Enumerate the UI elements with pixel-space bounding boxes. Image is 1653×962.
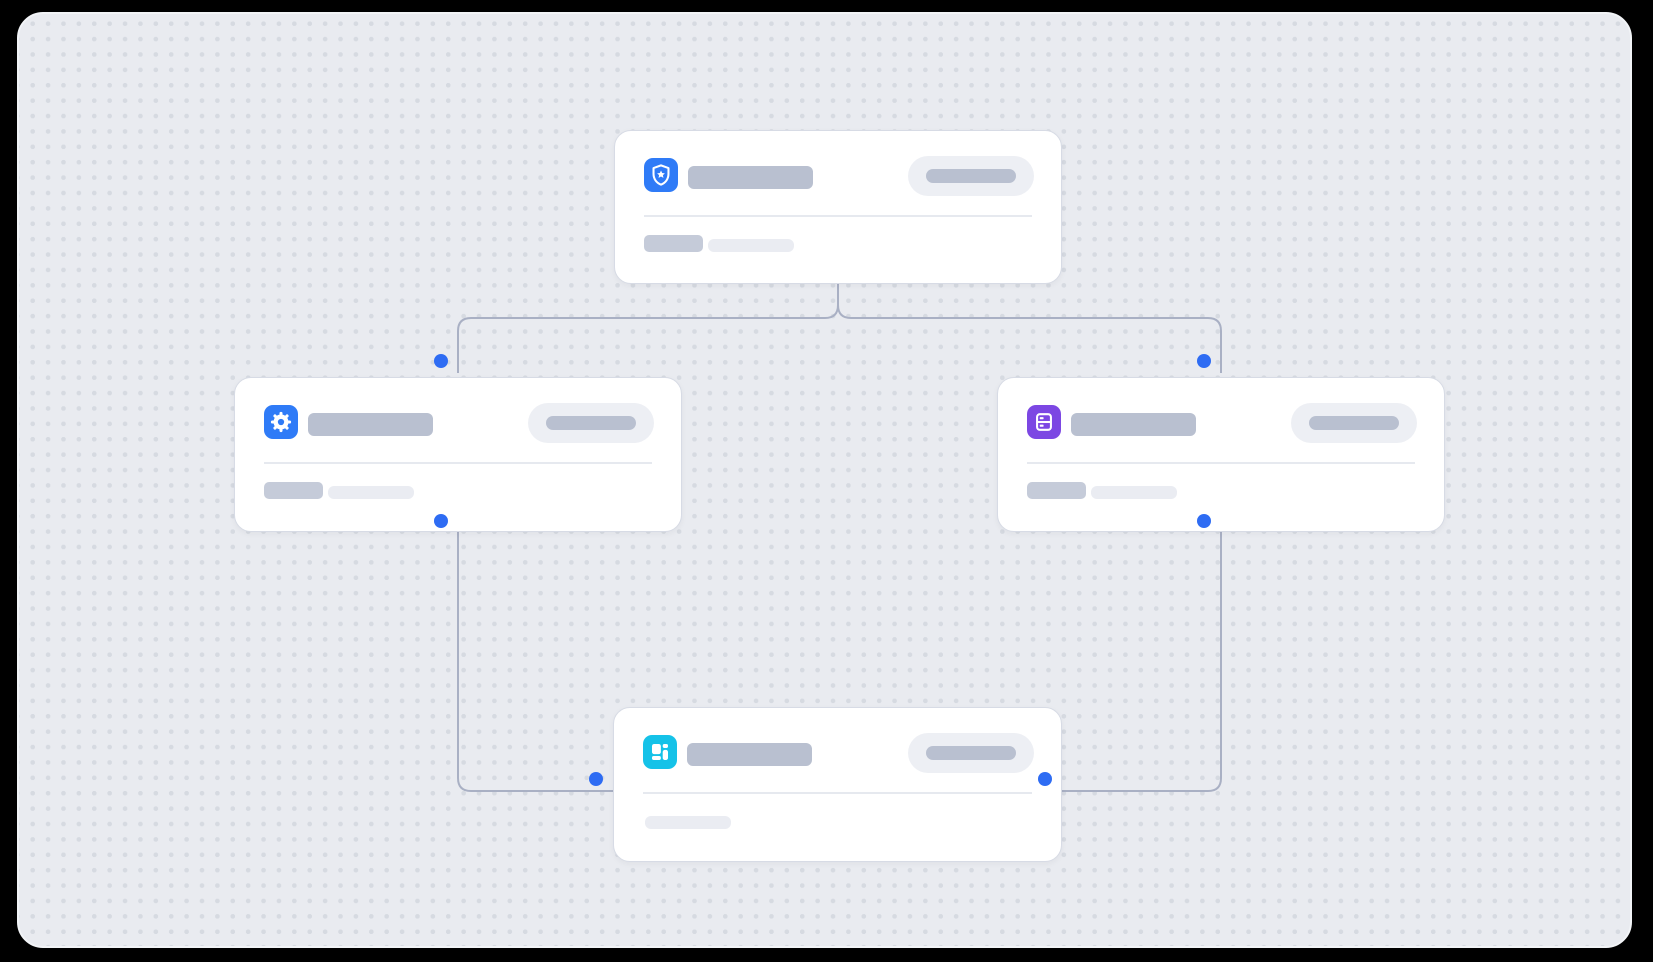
meta-label-placeholder — [1027, 482, 1086, 499]
meta-value-placeholder — [645, 816, 731, 829]
flow-node-gear[interactable] — [234, 377, 682, 532]
node-title-placeholder — [308, 413, 433, 436]
status-pill-text-placeholder — [926, 746, 1016, 760]
flow-canvas[interactable] — [17, 12, 1632, 948]
handle-right-node-bottom[interactable] — [1197, 514, 1211, 528]
node-divider — [643, 792, 1032, 794]
edge-root-to-right — [837, 284, 1222, 373]
edge-root-to-left — [457, 284, 839, 373]
handle-bottom-node-right[interactable] — [1038, 772, 1052, 786]
archive-drawers-icon — [1027, 405, 1061, 439]
status-pill-text-placeholder — [1309, 416, 1399, 430]
node-divider — [264, 462, 652, 464]
status-pill-text-placeholder — [926, 169, 1016, 183]
flow-node-shield[interactable] — [614, 130, 1062, 284]
handle-left-node-bottom[interactable] — [434, 514, 448, 528]
node-title-placeholder — [688, 166, 813, 189]
status-pill-placeholder — [1291, 403, 1417, 443]
handle-bottom-node-left[interactable] — [589, 772, 603, 786]
node-title-placeholder — [1071, 413, 1196, 436]
edge-right-to-bottom — [1062, 532, 1222, 792]
handle-left-node-top[interactable] — [434, 354, 448, 368]
status-pill-placeholder — [528, 403, 654, 443]
flow-node-archive[interactable] — [997, 377, 1445, 532]
node-title-placeholder — [687, 743, 812, 766]
shield-star-icon — [644, 158, 678, 192]
meta-value-placeholder — [328, 486, 414, 499]
flow-node-dashboard[interactable] — [613, 707, 1062, 862]
meta-label-placeholder — [644, 235, 703, 252]
node-divider — [644, 215, 1032, 217]
node-divider — [1027, 462, 1415, 464]
status-pill-placeholder — [908, 156, 1034, 196]
status-pill-text-placeholder — [546, 416, 636, 430]
meta-value-placeholder — [708, 239, 794, 252]
gear-icon — [264, 405, 298, 439]
dashboard-grid-icon — [643, 735, 677, 769]
status-pill-placeholder — [908, 733, 1034, 773]
meta-label-placeholder — [264, 482, 323, 499]
handle-right-node-top[interactable] — [1197, 354, 1211, 368]
meta-value-placeholder — [1091, 486, 1177, 499]
edge-left-to-bottom — [457, 532, 613, 792]
